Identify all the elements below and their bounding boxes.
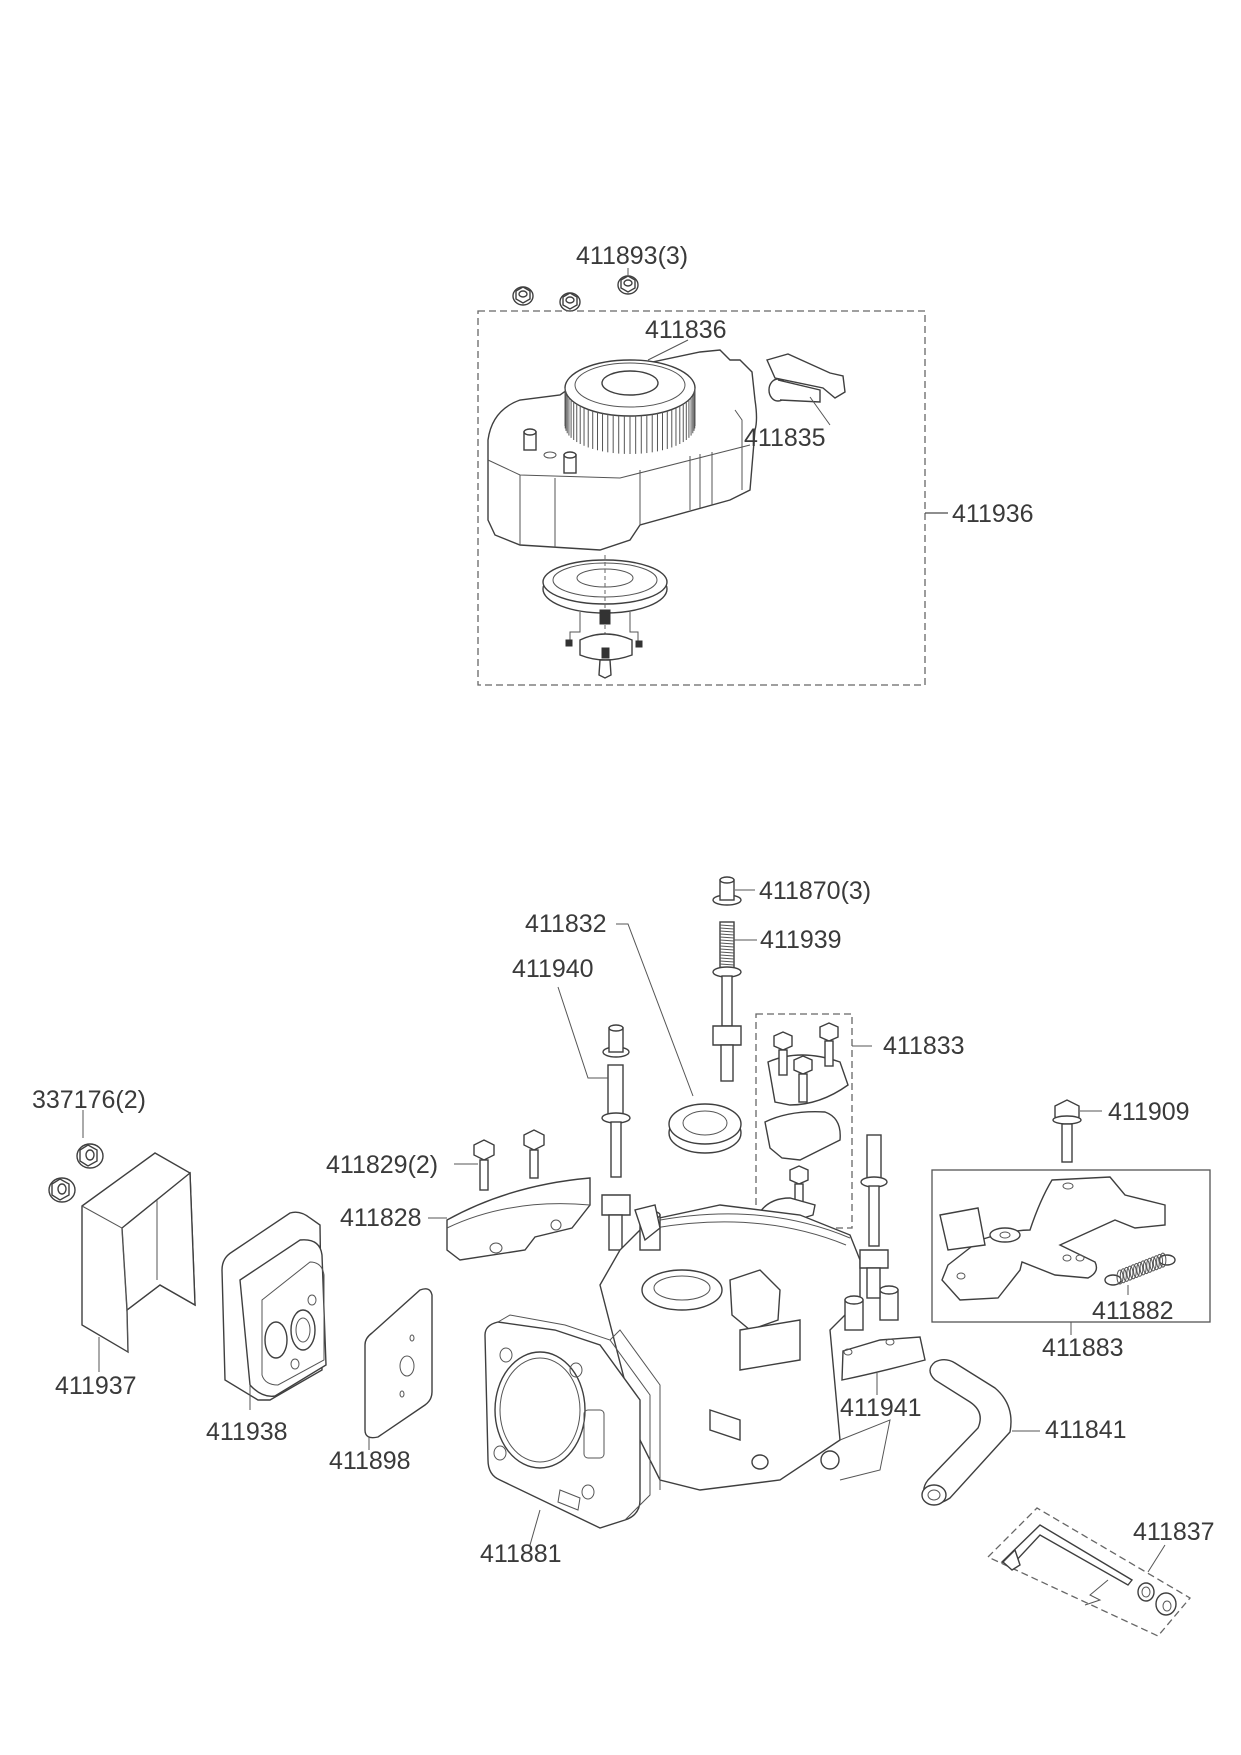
flange-bolt-411909 — [1052, 1099, 1102, 1163]
drawing-stroke — [719, 948, 735, 951]
flange-bolt-411829 — [454, 1129, 545, 1191]
muffler-guard-411937 — [81, 1152, 196, 1372]
spring-coil — [1126, 1265, 1134, 1281]
spring-coil — [1156, 1253, 1164, 1269]
governor-bracket-411883 — [931, 1169, 1211, 1335]
drawing-stroke — [719, 960, 735, 963]
drawing-stroke — [719, 936, 735, 939]
stud-bolt-right — [859, 1134, 889, 1299]
part-label-411881: 411881 — [480, 1540, 562, 1568]
part-label-411883: 411883 — [1042, 1334, 1124, 1362]
oil-seal-411832 — [616, 923, 742, 1154]
heat-shield-411828 — [428, 1177, 591, 1261]
part-label-411898: 411898 — [329, 1447, 411, 1475]
stud-bolt-411940 — [557, 986, 631, 1251]
muffler-gasket-411898 — [364, 1288, 433, 1450]
spring-coil — [1133, 1263, 1140, 1278]
spring-coil — [1142, 1259, 1150, 1275]
breather-tube-411841 — [921, 1359, 1040, 1506]
drawing-stroke — [719, 933, 735, 936]
governor-spring-411882 — [1104, 1252, 1176, 1286]
drawing-stroke — [719, 942, 735, 945]
drawing-stroke — [719, 957, 735, 960]
part-label-411841: 411841 — [1045, 1416, 1127, 1444]
starter-handle-411835 — [766, 353, 846, 426]
part-label-411870: 411870(3) — [759, 877, 872, 905]
spring-coil — [1123, 1266, 1131, 1282]
dowel-pin-411870 — [712, 876, 755, 906]
starter-pulley — [542, 555, 668, 679]
part-label-411833: 411833 — [883, 1032, 965, 1060]
flange-nut-411893 — [512, 268, 639, 312]
drawing-stroke — [719, 945, 735, 948]
part-label-411893: 411893(3) — [576, 242, 689, 270]
spring-coil — [1136, 1261, 1144, 1277]
recoil-starter-section — [477, 268, 948, 686]
spring-coil — [1139, 1260, 1147, 1276]
part-label-411837: 411837 — [1133, 1518, 1215, 1546]
assembly-box-411936 — [477, 310, 926, 686]
starter-housing-411936 — [487, 339, 758, 551]
spring-coil — [1116, 1269, 1124, 1285]
part-label-411836: 411836 — [645, 316, 727, 344]
stud-bolt-411939 — [712, 921, 757, 1082]
part-label-411938: 411938 — [206, 1418, 288, 1446]
flange-nut-337176 — [48, 1110, 104, 1203]
drawing-stroke — [719, 927, 735, 930]
spring-coil — [1146, 1257, 1154, 1273]
part-label-411882: 411882 — [1092, 1297, 1174, 1325]
part-label-411937: 411937 — [55, 1372, 137, 1400]
governor-linkage-411837 — [986, 1507, 1191, 1637]
part-label-411940: 411940 — [512, 955, 594, 983]
spring-coil — [1159, 1252, 1167, 1268]
part-label-411829: 411829(2) — [326, 1151, 439, 1179]
part-label-411835: 411835 — [744, 424, 826, 452]
drawing-stroke — [719, 930, 735, 933]
part-label-411939: 411939 — [760, 926, 842, 954]
drawing-stroke — [719, 939, 735, 942]
part-label-411909: 411909 — [1108, 1098, 1190, 1126]
part-label-411936: 411936 — [952, 500, 1034, 528]
muffler-411938 — [221, 1211, 327, 1410]
cooling-fins — [564, 388, 696, 454]
part-label-337176: 337176(2) — [32, 1086, 146, 1114]
spring-coil — [1129, 1264, 1137, 1280]
drawing-stroke — [719, 954, 735, 957]
spring-coil — [1152, 1255, 1160, 1271]
part-label-411941: 411941 — [840, 1394, 922, 1422]
part-label-411832: 411832 — [525, 910, 607, 938]
drawing-stroke — [719, 951, 735, 954]
drawing-stroke — [719, 963, 735, 966]
spring-coil — [1149, 1256, 1157, 1272]
drawing-stroke — [719, 924, 735, 927]
heat-shield-411941 — [841, 1336, 926, 1395]
engine-section — [48, 876, 1211, 1637]
cylinder-block-411881 — [484, 1204, 899, 1546]
part-label-411828: 411828 — [340, 1204, 422, 1232]
spring-coil — [1119, 1268, 1127, 1284]
breather-assembly-411833 — [755, 1013, 872, 1229]
